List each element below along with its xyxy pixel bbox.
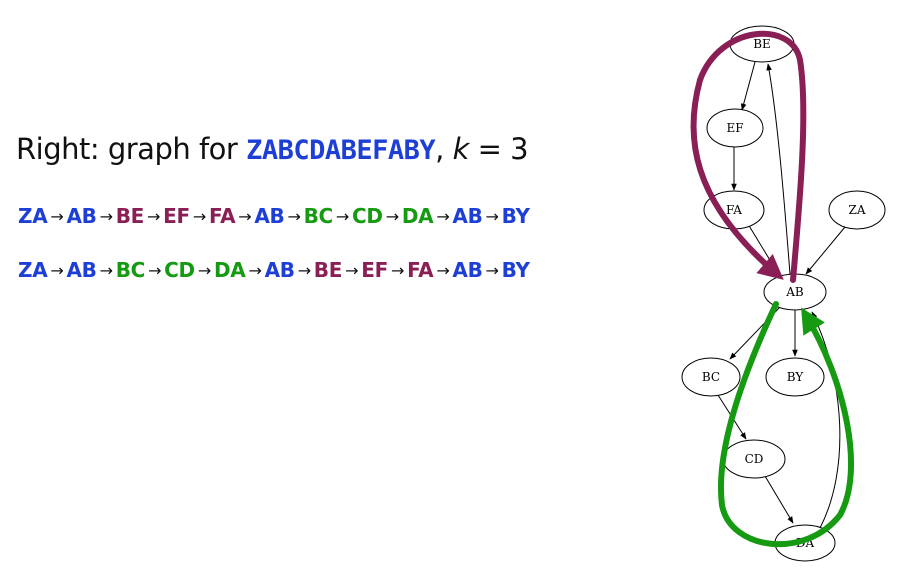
walk-token-by: BY (501, 204, 530, 228)
walk-arrow: → (197, 261, 211, 280)
highlight-loops (690, 30, 854, 548)
edge-cd-da (764, 475, 794, 524)
walk-arrow: → (436, 207, 450, 226)
walk-arrow: → (297, 261, 311, 280)
node-ab: AB (763, 273, 827, 311)
eulerian-walk-2: ZA→AB→BC→CD→DA→AB→BE→EF→FA→AB→BY (18, 258, 530, 282)
edge-da-ab (811, 311, 841, 529)
walk-token-ef: EF (163, 204, 190, 228)
walk-token-ab: AB (264, 258, 295, 282)
walk-token-fa: FA (407, 258, 434, 282)
heading-sequence: ZABCDABEFABY (246, 135, 436, 166)
node-bc: BC (681, 357, 741, 397)
node-label: AB (785, 285, 804, 299)
edge-ab-be (766, 63, 791, 275)
node-label: FA (726, 203, 742, 217)
walk-arrow: → (287, 207, 301, 226)
edge-za-ab (805, 226, 846, 275)
node-za: ZA (828, 190, 886, 230)
walk-arrow: → (485, 261, 499, 280)
graph-edges (717, 61, 846, 529)
heading-separator: , (435, 132, 453, 166)
walk-token-ef: EF (361, 258, 388, 282)
walk-arrow: → (99, 261, 113, 280)
walk-arrow: → (99, 207, 113, 226)
node-label: BY (787, 370, 805, 384)
walk-arrow: → (238, 207, 252, 226)
walk-arrow: → (485, 207, 499, 226)
walk-arrow: → (147, 207, 161, 226)
walk-token-za: ZA (18, 204, 48, 228)
node-label: ZA (848, 203, 865, 217)
node-label: BE (753, 37, 771, 51)
walk-arrow: → (148, 261, 162, 280)
walk-token-da: DA (401, 204, 434, 228)
walk-arrow: → (192, 207, 206, 226)
slide-heading: Right: graph for ZABCDABEFABY, k = 3 (16, 132, 529, 166)
walk-arrow: → (390, 261, 405, 280)
walk-arrow: → (50, 207, 64, 226)
walk-token-da: DA (213, 258, 246, 282)
node-by: BY (765, 357, 825, 397)
walk-token-be: BE (115, 204, 145, 228)
purple-loop-arrow (690, 30, 807, 283)
walk-token-by: BY (501, 258, 530, 282)
graph-nodes: BE EF FA ZA AB BC BY CD (681, 25, 886, 562)
heading-prefix: Right: graph for (16, 132, 247, 166)
walk-token-ab: AB (452, 204, 483, 228)
node-label: CD (745, 452, 764, 466)
walk-token-be: BE (313, 258, 343, 282)
walk-token-bc: BC (115, 258, 146, 282)
green-loop-arrow (718, 301, 854, 548)
edge-be-ef (740, 61, 756, 111)
walk-token-ab: AB (66, 204, 97, 228)
heading-k-variable: k (452, 132, 470, 166)
walk-arrow: → (345, 261, 359, 280)
node-ef: EF (706, 108, 764, 148)
walk-arrow: → (248, 261, 262, 280)
walk-arrow: → (50, 261, 64, 280)
walk-token-cd: CD (164, 258, 195, 282)
walk-token-ab: AB (66, 258, 97, 282)
node-label: BC (702, 370, 720, 384)
walk-token-za: ZA (18, 258, 48, 282)
node-fa: FA (703, 190, 765, 230)
walk-token-bc: BC (303, 204, 334, 228)
node-cd: CD (722, 439, 786, 479)
walk-token-ab: AB (452, 258, 483, 282)
walk-arrow: → (335, 207, 350, 226)
walk-arrow: → (436, 261, 450, 280)
walk-token-ab: AB (254, 204, 285, 228)
node-label: EF (726, 121, 743, 135)
heading-k-value: = 3 (468, 132, 529, 166)
walk-arrow: → (385, 207, 399, 226)
walk-token-fa: FA (209, 204, 236, 228)
walk-token-cd: CD (352, 204, 383, 228)
eulerian-walk-1: ZA→AB→BE→EF→FA→AB→BC→CD→DA→AB→BY (18, 204, 530, 228)
